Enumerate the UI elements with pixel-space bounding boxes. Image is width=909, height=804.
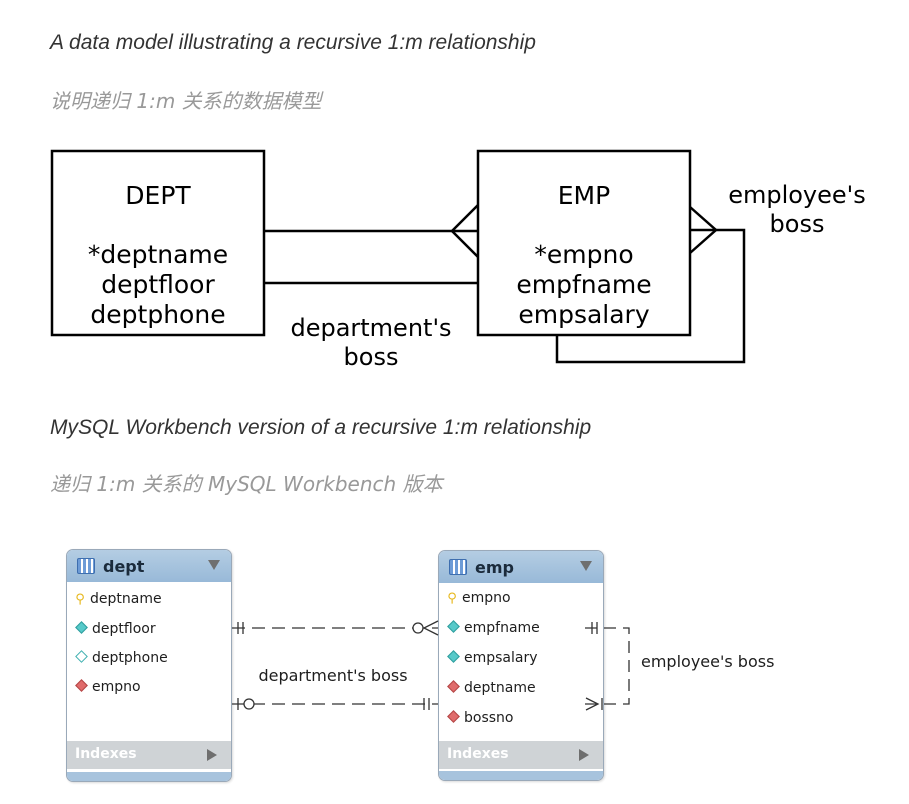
expand-arrow-icon[interactable]: [579, 749, 589, 761]
dept-entity-title: DEPT: [125, 181, 191, 210]
indexes-label: Indexes: [75, 746, 137, 762]
data-model-diagram: DEPT *deptname deptfloor deptphone EMP *…: [50, 149, 866, 371]
red-diamond-icon: [447, 680, 460, 693]
department-boss-label: boss: [344, 343, 399, 371]
teal-diamond-icon: [447, 620, 460, 633]
emp-table-name: emp: [475, 558, 514, 577]
emp-entity-title: EMP: [558, 181, 610, 210]
employee-boss-label: boss: [770, 210, 825, 238]
emp-table-header[interactable]: emp: [439, 551, 603, 583]
dept-table-header[interactable]: dept: [67, 550, 231, 582]
column-row[interactable]: deptfloor: [75, 621, 156, 641]
teal-diamond-icon: [447, 650, 460, 663]
teal-diamond-icon: [75, 621, 88, 634]
emp-attr: empsalary: [518, 300, 649, 329]
caption-diagram2-en: MySQL Workbench version of a recursive 1…: [50, 416, 592, 439]
indexes-section[interactable]: Indexes: [439, 741, 603, 769]
column-name: deptname: [464, 680, 536, 696]
column-name: deptfloor: [92, 621, 156, 637]
emp-entity-box: [476, 149, 692, 337]
department-boss-label: department's: [290, 314, 451, 342]
caption-diagram1-en: A data model illustrating a recursive 1:…: [50, 31, 536, 54]
column-row[interactable]: empsalary: [447, 650, 538, 670]
employee-boss-label: employee's boss: [641, 652, 774, 671]
column-name: empno: [462, 590, 511, 606]
dept-attr: *deptname: [88, 240, 228, 269]
dept-attr: deptfloor: [101, 270, 215, 299]
indexes-label: Indexes: [447, 746, 509, 762]
emp-attr: *empno: [534, 240, 633, 269]
recursive-relationship-line: [555, 228, 746, 364]
indexes-section[interactable]: Indexes: [67, 741, 231, 769]
caption-diagram2-zh: 递归 1:m 关系的 MySQL Workbench 版本: [50, 472, 443, 496]
column-row[interactable]: bossno: [447, 710, 513, 730]
crows-foot-icon: [689, 206, 718, 254]
key-icon: ⚲: [75, 592, 85, 607]
collapse-arrow-icon[interactable]: [208, 560, 220, 570]
table-icon: [77, 558, 95, 574]
column-row[interactable]: deptname: [447, 680, 536, 700]
crows-foot-icon: [450, 204, 479, 258]
table-footer-bar: [439, 771, 603, 780]
zero-circle-icon: [243, 698, 255, 710]
key-icon: ⚲: [447, 591, 457, 606]
emp-table[interactable]: emp ⚲ empno empfname empsalary deptname b…: [438, 550, 604, 781]
hollow-diamond-icon: [75, 650, 88, 663]
emp-attr: empfname: [516, 270, 651, 299]
caption-diagram1-zh: 说明递归 1:m 关系的数据模型: [50, 89, 322, 113]
column-name: deptname: [90, 591, 162, 607]
column-row[interactable]: ⚲ deptname: [75, 591, 162, 611]
column-name: bossno: [464, 710, 514, 726]
employee-boss-label: employee's: [728, 181, 866, 209]
department-boss-label: department's boss: [258, 666, 407, 685]
dept-entity-box: [50, 149, 266, 337]
crows-foot-icon: [422, 620, 439, 636]
column-name: empsalary: [464, 650, 538, 666]
column-row[interactable]: deptphone: [75, 650, 168, 670]
red-diamond-icon: [75, 679, 88, 692]
collapse-arrow-icon[interactable]: [580, 561, 592, 571]
column-name: deptphone: [92, 650, 168, 666]
column-name: empfname: [464, 620, 540, 636]
column-row[interactable]: empno: [75, 679, 141, 699]
dept-attr: deptphone: [90, 300, 225, 329]
dept-table[interactable]: dept ⚲ deptname deptfloor deptphone empno…: [66, 549, 232, 782]
column-row[interactable]: ⚲ empno: [447, 590, 511, 610]
column-name: empno: [92, 679, 141, 695]
expand-arrow-icon[interactable]: [207, 749, 217, 761]
zero-circle-icon: [412, 622, 424, 634]
column-row[interactable]: empfname: [447, 620, 540, 640]
table-icon: [449, 559, 467, 575]
table-footer-bar: [67, 772, 231, 781]
red-diamond-icon: [447, 710, 460, 723]
dept-table-name: dept: [103, 557, 145, 576]
